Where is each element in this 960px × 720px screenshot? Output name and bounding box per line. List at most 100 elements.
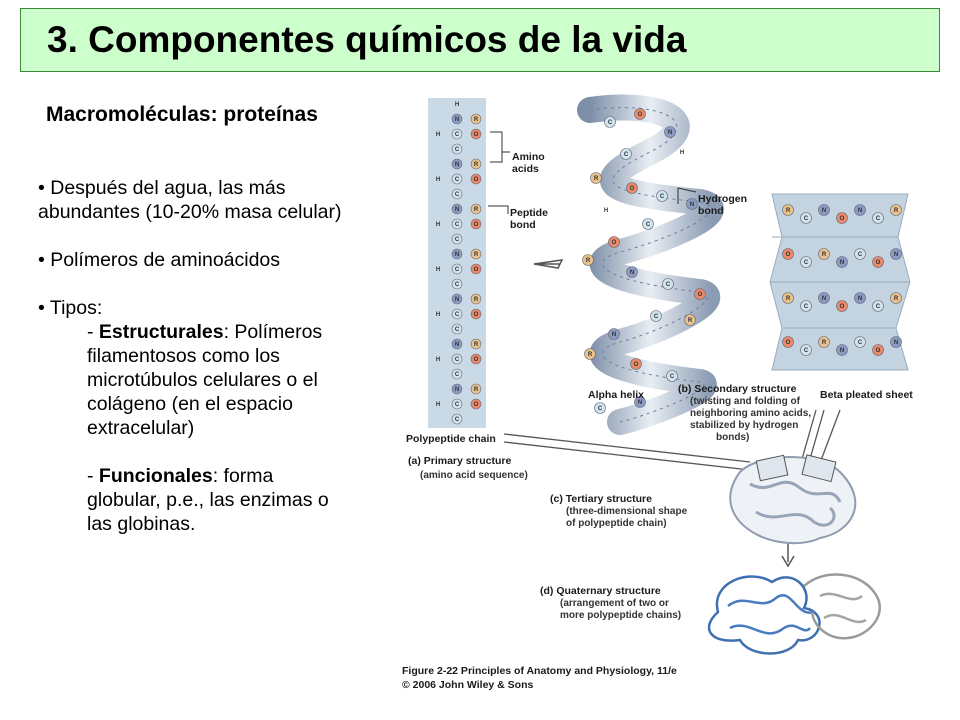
structural-line-1: - Estructurales: Polímeros bbox=[38, 320, 418, 344]
atom-o: O bbox=[470, 218, 482, 230]
label-acids: acids bbox=[512, 163, 539, 175]
atom-n: N bbox=[890, 336, 902, 348]
svg-text:H: H bbox=[436, 402, 440, 408]
label-secondary-3: neighboring amino acids, bbox=[690, 408, 811, 419]
primary-leaders bbox=[488, 131, 510, 214]
atom-r: R bbox=[470, 203, 482, 215]
svg-text:N: N bbox=[455, 387, 459, 393]
atom-n: N bbox=[634, 396, 646, 408]
functional-line-2: globular, p.e., las enzimas o bbox=[87, 489, 329, 511]
svg-text:N: N bbox=[858, 296, 862, 302]
arrow-tertiary-to-quaternary bbox=[781, 544, 795, 568]
structural-line-3: microtúbulos celulares o el bbox=[87, 369, 318, 391]
svg-text:N: N bbox=[455, 162, 459, 168]
atom-r: R bbox=[684, 314, 696, 326]
atom-o: O bbox=[626, 182, 638, 194]
atom-h: H bbox=[436, 177, 440, 183]
structural-dash: - bbox=[87, 321, 99, 343]
svg-text:H: H bbox=[436, 132, 440, 138]
tertiary-structure-model bbox=[729, 454, 857, 545]
svg-text:H: H bbox=[436, 357, 440, 363]
svg-text:N: N bbox=[858, 208, 862, 214]
atom-c: C bbox=[451, 278, 463, 290]
atom-c: C bbox=[604, 116, 616, 128]
atom-r: R bbox=[890, 204, 902, 216]
label-hydrogen: Hydrogen bbox=[698, 193, 747, 205]
svg-text:N: N bbox=[840, 260, 844, 266]
atom-c: C bbox=[872, 212, 884, 224]
svg-text:N: N bbox=[668, 130, 672, 136]
label-tertiary-3: of polypeptide chain) bbox=[566, 518, 667, 529]
svg-text:C: C bbox=[455, 327, 460, 333]
atom-n: N bbox=[854, 292, 866, 304]
label-alpha-helix: Alpha helix bbox=[588, 389, 644, 401]
atom-r: R bbox=[818, 248, 830, 260]
label-hydrogen-bond: bond bbox=[698, 205, 724, 217]
atom-o: O bbox=[872, 344, 884, 356]
bullet-1-line-2: abundantes (10-20% masa celular) bbox=[38, 201, 342, 223]
atom-c: C bbox=[650, 310, 662, 322]
svg-text:O: O bbox=[612, 240, 617, 246]
svg-text:C: C bbox=[804, 304, 809, 310]
atom-n: N bbox=[451, 293, 463, 305]
figure-caption: Figure 2-22 Principles of Anatomy and Ph… bbox=[402, 665, 677, 677]
svg-text:R: R bbox=[474, 207, 479, 213]
atom-o: O bbox=[470, 173, 482, 185]
svg-text:N: N bbox=[455, 297, 459, 303]
atom-n: N bbox=[451, 248, 463, 260]
arrow-primary-to-helix bbox=[533, 259, 564, 269]
hydrogen-bond-leader bbox=[677, 187, 697, 204]
title-box: 3. Componentes químicos de la vida bbox=[20, 8, 940, 72]
atom-c: C bbox=[872, 300, 884, 312]
atom-c: C bbox=[451, 263, 463, 275]
atom-c: C bbox=[666, 370, 678, 382]
atom-c: C bbox=[451, 323, 463, 335]
structural-line-2: filamentosos como los bbox=[87, 345, 280, 367]
atom-h: H bbox=[436, 357, 440, 363]
svg-text:C: C bbox=[455, 147, 460, 153]
quaternary-structure-model bbox=[707, 573, 881, 655]
svg-text:R: R bbox=[588, 352, 593, 358]
svg-text:C: C bbox=[598, 406, 603, 412]
atom-o: O bbox=[470, 308, 482, 320]
atom-h: H bbox=[436, 132, 440, 138]
svg-text:C: C bbox=[455, 312, 460, 318]
svg-text:R: R bbox=[474, 297, 479, 303]
atom-o: O bbox=[608, 236, 620, 248]
svg-text:R: R bbox=[474, 117, 479, 123]
bullet-2: • Polímeros de aminoácidos bbox=[38, 249, 281, 271]
svg-text:O: O bbox=[876, 260, 881, 266]
structural-rest: : Polímeros bbox=[223, 321, 323, 343]
atom-c: C bbox=[800, 300, 812, 312]
atom-n: N bbox=[451, 338, 463, 350]
svg-text:N: N bbox=[612, 332, 616, 338]
functional-dash: - bbox=[87, 465, 99, 487]
label-bond: bond bbox=[510, 219, 536, 231]
svg-text:N: N bbox=[638, 400, 642, 406]
svg-text:C: C bbox=[858, 252, 863, 258]
atom-c: C bbox=[451, 398, 463, 410]
svg-text:C: C bbox=[455, 282, 460, 288]
atom-c: C bbox=[451, 218, 463, 230]
atom-c: C bbox=[451, 188, 463, 200]
atom-o: O bbox=[694, 288, 706, 300]
atom-c: C bbox=[854, 336, 866, 348]
svg-text:C: C bbox=[876, 304, 881, 310]
svg-text:C: C bbox=[654, 314, 659, 320]
svg-text:H: H bbox=[680, 150, 684, 156]
label-secondary-5: bonds) bbox=[716, 432, 749, 443]
atom-h: H bbox=[455, 102, 459, 108]
slide-subtitle: Macromoléculas: proteínas bbox=[46, 103, 318, 126]
svg-text:R: R bbox=[474, 162, 479, 168]
svg-text:R: R bbox=[894, 296, 899, 302]
atom-n: N bbox=[890, 248, 902, 260]
atom-o: O bbox=[782, 336, 794, 348]
svg-text:R: R bbox=[894, 208, 899, 214]
atom-r: R bbox=[590, 172, 602, 184]
label-quaternary-structure: (d) Quaternary structure bbox=[540, 585, 661, 597]
atom-r: R bbox=[890, 292, 902, 304]
atom-r: R bbox=[470, 293, 482, 305]
svg-text:H: H bbox=[436, 222, 440, 228]
